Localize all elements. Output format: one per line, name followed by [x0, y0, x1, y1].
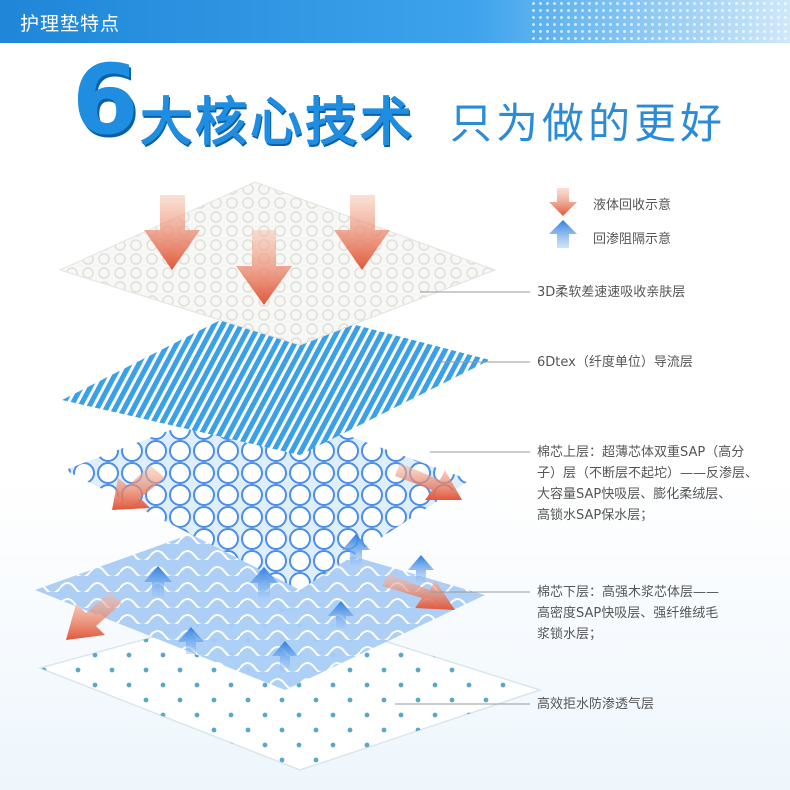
layer-label-4: 棉芯下层：高强木浆芯体层—— 高密度SAP快吸层、强纤维绒毛 浆锁水层；: [537, 582, 719, 645]
header-dot-pattern: [530, 0, 790, 43]
label-line: 高效拒水防渗透气层: [537, 697, 655, 712]
seep-arrows: [144, 534, 434, 668]
layer-3-upper-core: [65, 400, 470, 590]
label-line: 浆锁水层；: [537, 627, 603, 642]
label-line: 棉芯下层：高强木浆芯体层——: [537, 585, 720, 600]
label-line: 大容量SAP快吸层、膨化柔绒层、: [537, 487, 732, 502]
label-line: 3D柔软差速速吸收亲肤层: [537, 285, 686, 300]
layer-4-lower-core: [35, 520, 485, 690]
headline-number: 6: [72, 44, 139, 156]
layer-label-5: 高效拒水防渗透气层: [537, 694, 654, 715]
header-title: 护理垫特点: [20, 13, 121, 35]
layer-label-3: 棉芯上层：超薄芯体双重SAP（高分 子）层（不断层不起坨）——反渗层、 大容量S…: [537, 442, 758, 526]
layer-label-1: 3D柔软差速速吸收亲肤层: [537, 282, 685, 303]
down-arrow-icon: [549, 188, 577, 216]
leader-lines: [395, 291, 530, 705]
legend-liquid-return: 液体回收示意: [593, 198, 672, 213]
label-line: 6Dtex（纤度单位）导流层: [537, 355, 693, 370]
headline-sub: 只为做的更好: [450, 99, 727, 148]
header-bar: 护理垫特点: [0, 0, 790, 43]
layer-2-6dtex: [62, 300, 490, 455]
headline-main: 大核心技术: [140, 93, 416, 153]
liquid-arrows: [66, 195, 462, 640]
label-line: 子）层（不断层不起坨）——反渗层、: [537, 466, 759, 481]
legend-back-seep: 回渗阻隔示意: [593, 232, 672, 247]
label-line: 高密度SAP快吸层、强纤维绒毛: [537, 606, 719, 621]
layer-label-2: 6Dtex（纤度单位）导流层: [537, 352, 693, 373]
label-line: 高锁水SAP保水层；: [537, 508, 654, 523]
up-arrow-icon: [549, 220, 577, 248]
label-line: 棉芯上层：超薄芯体双重SAP（高分: [537, 445, 745, 460]
